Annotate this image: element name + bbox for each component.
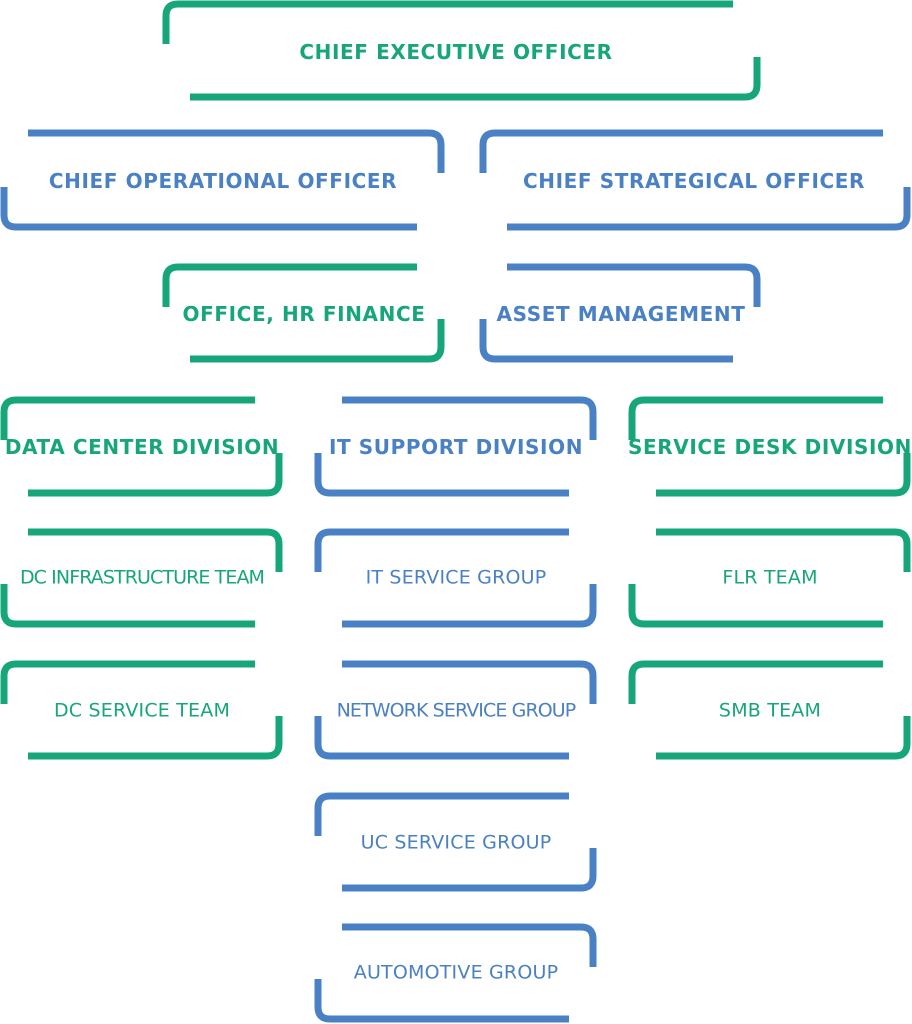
box-label-service-desk-division: SERVICE DESK DIVISION bbox=[628, 435, 912, 459]
bracket-frame-flr-team bbox=[628, 528, 911, 628]
box-label-smb-team: SMB TEAM bbox=[718, 699, 822, 722]
box-label-flr-team: FLR TEAM bbox=[722, 566, 818, 589]
bracket-frame-network-service-group bbox=[314, 660, 597, 760]
box-label-cso: CHIEF STRATEGICAL OFFICER bbox=[522, 169, 866, 193]
bracket-frame-automotive-group bbox=[314, 923, 597, 1023]
bracket-frame-uc-service-group bbox=[314, 792, 597, 892]
bracket-frame-cso bbox=[479, 129, 911, 231]
bracket-frame-service-desk-division bbox=[628, 396, 911, 497]
box-label-dc-service-team: DC SERVICE TEAM bbox=[53, 699, 231, 722]
box-label-office-hr-finance: OFFICE, HR FINANCE bbox=[182, 302, 426, 326]
bracket-frame-dc-service-team bbox=[0, 660, 283, 760]
box-label-automotive-group: AUTOMOTIVE GROUP bbox=[353, 961, 559, 984]
bracket-frame-dc-infrastructure-team bbox=[0, 528, 283, 628]
box-label-it-service-group: IT SERVICE GROUP bbox=[365, 566, 547, 589]
bracket-frame-office-hr-finance bbox=[162, 263, 445, 363]
bracket-frame-smb-team bbox=[628, 660, 911, 760]
box-label-dc-infrastructure-team: DC INFRASTRUCTURE TEAM bbox=[19, 566, 265, 589]
box-label-network-service-group: NETWORK SERVICE GROUP bbox=[336, 699, 577, 722]
bracket-frame-ceo bbox=[162, 0, 761, 101]
box-label-asset-management: ASSET MANAGEMENT bbox=[496, 302, 746, 326]
bracket-frame-data-center-division bbox=[0, 396, 283, 497]
bracket-frame-asset-management bbox=[479, 263, 761, 363]
bracket-frame-it-support-division bbox=[314, 396, 597, 497]
box-label-ceo: CHIEF EXECUTIVE OFFICER bbox=[299, 40, 613, 64]
bracket-frame-coo bbox=[0, 129, 445, 231]
bracket-frame-it-service-group bbox=[314, 528, 597, 628]
box-label-uc-service-group: UC SERVICE GROUP bbox=[360, 831, 552, 854]
box-label-data-center-division: DATA CENTER DIVISION bbox=[4, 435, 280, 459]
box-label-it-support-division: IT SUPPORT DIVISION bbox=[328, 435, 584, 459]
box-label-coo: CHIEF OPERATIONAL OFFICER bbox=[48, 169, 398, 193]
